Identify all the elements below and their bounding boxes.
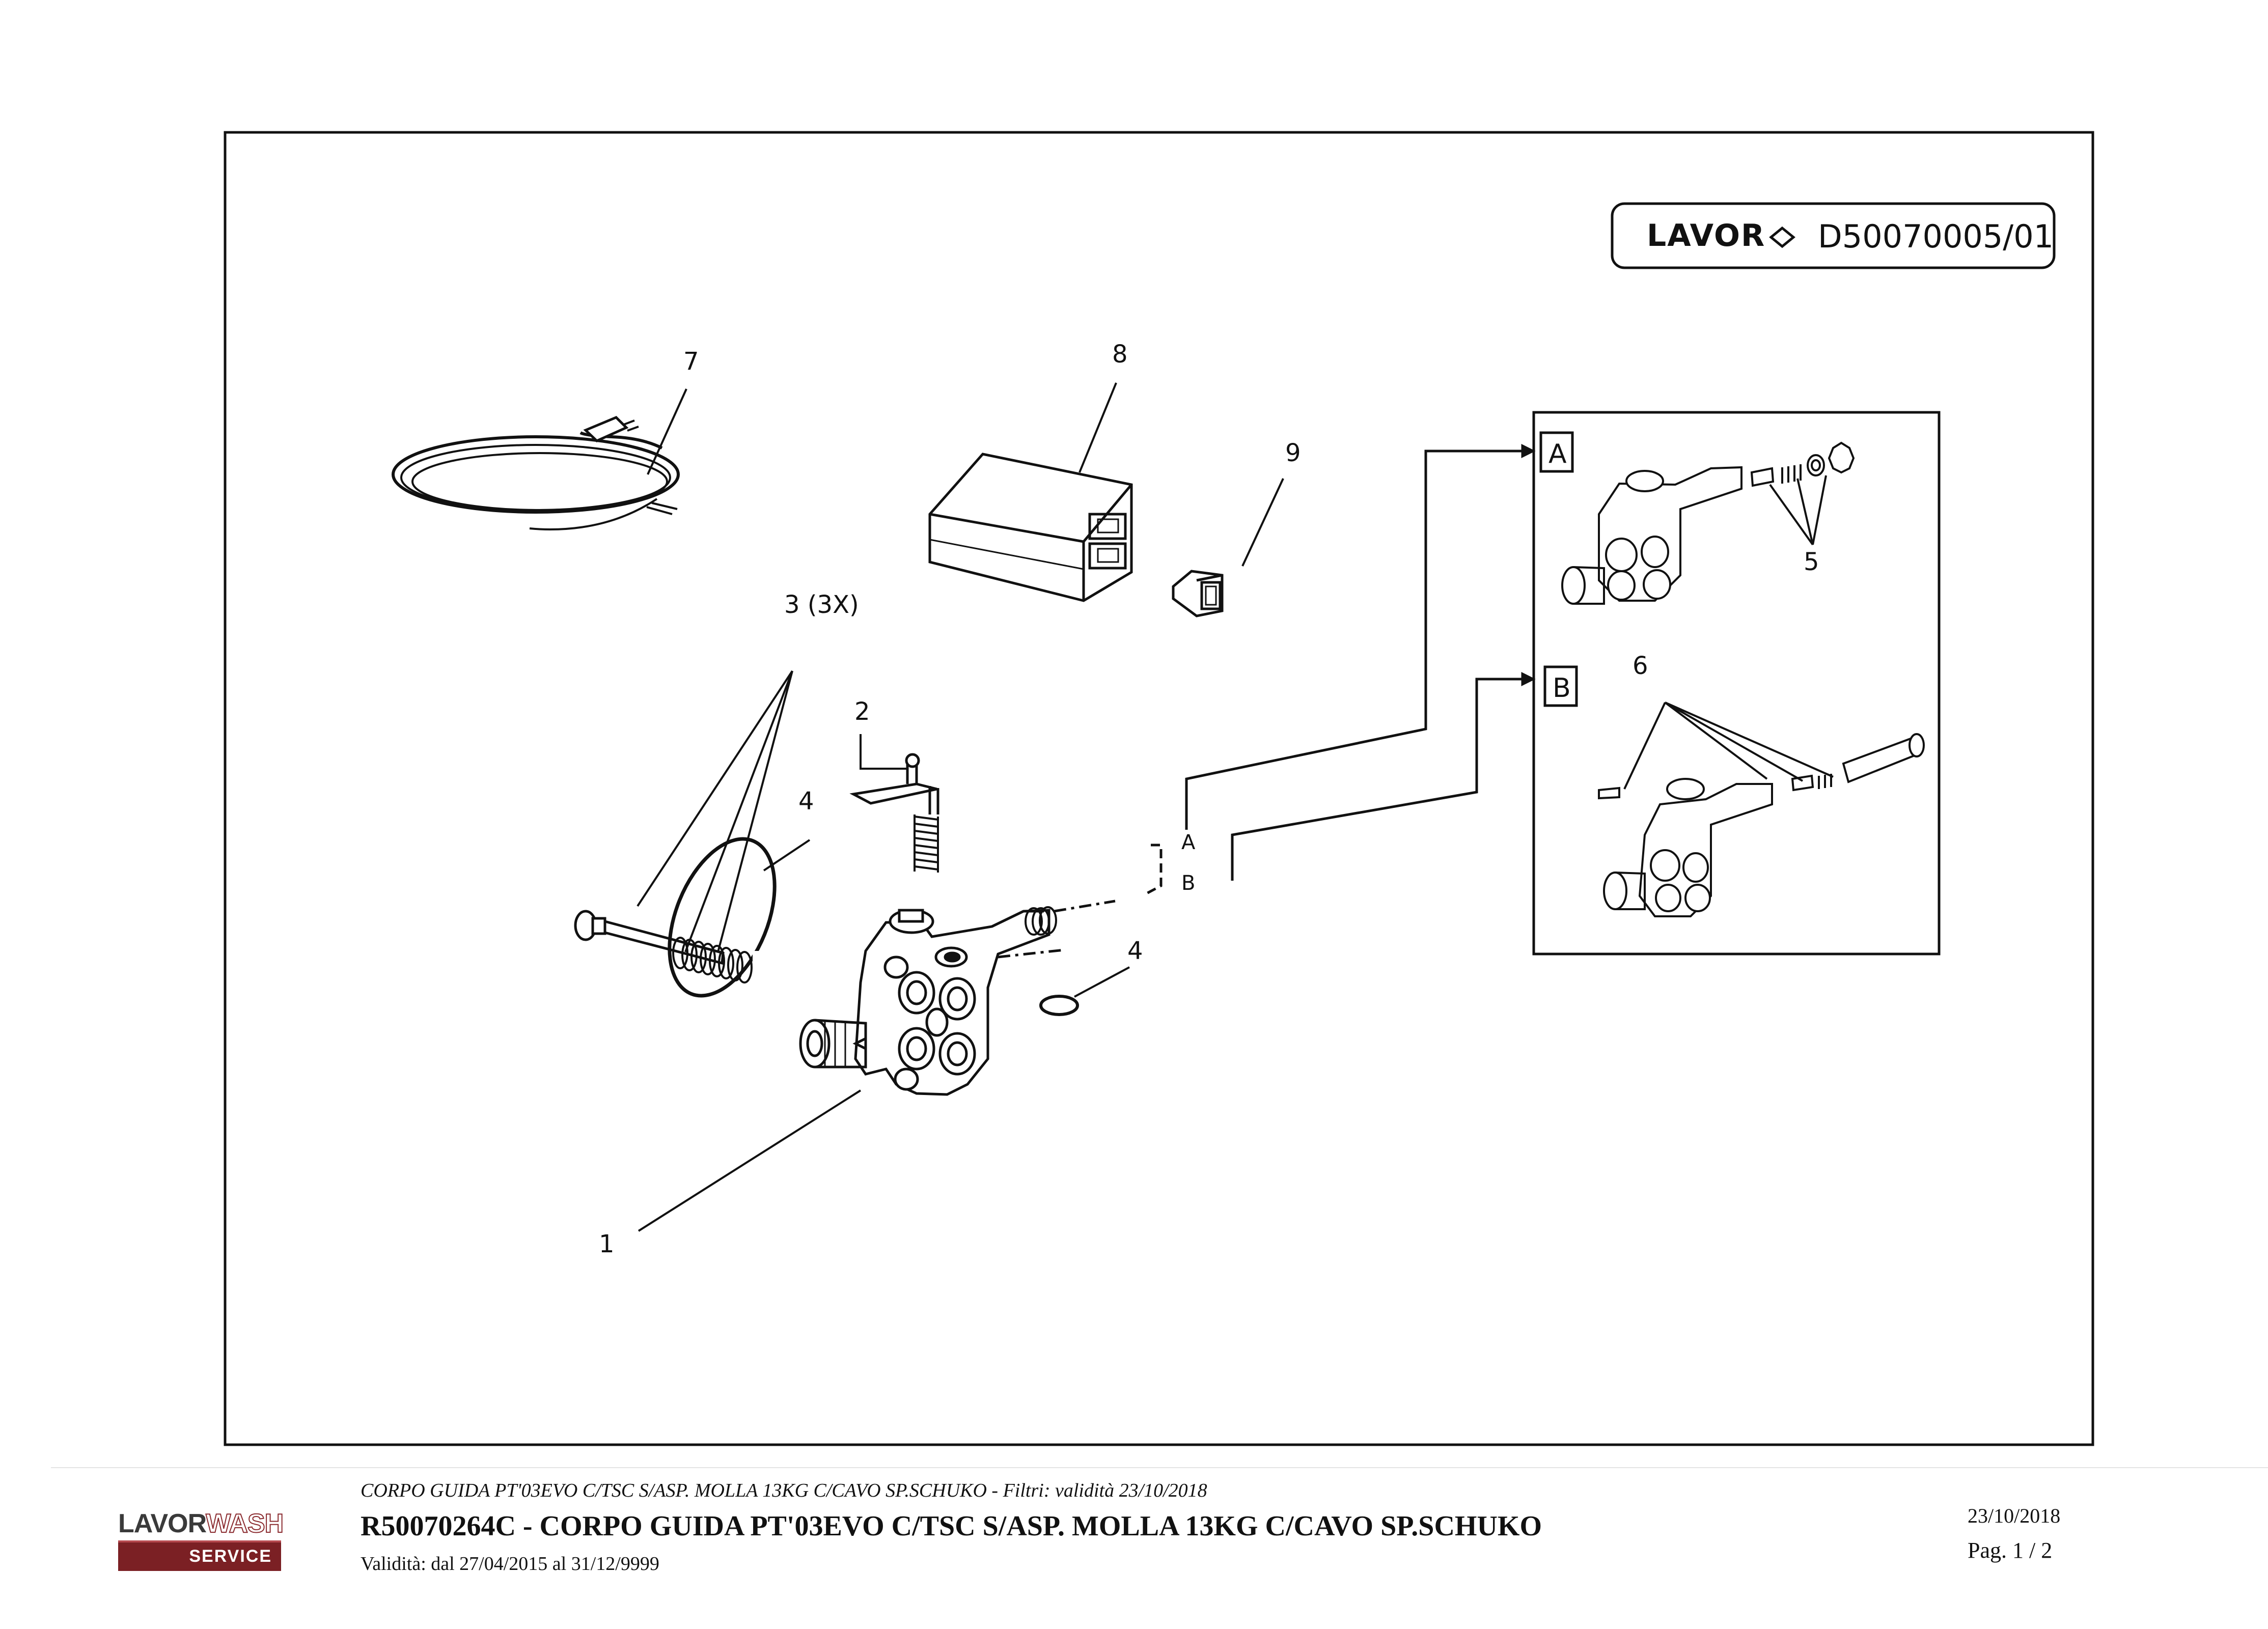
connector-label-b: B	[1181, 872, 1195, 895]
footer-date: 23/10/2018	[1968, 1504, 2061, 1527]
callout-8: 8	[1112, 340, 1128, 369]
footer-title: R50070264C - CORPO GUIDA PT'03EVO C/TSC …	[361, 1510, 1542, 1542]
detail-box	[1532, 411, 1941, 956]
part-3-pin-and-spring	[574, 910, 753, 984]
detail-a-body	[1561, 466, 1743, 605]
detail-label-a: A	[1539, 431, 1574, 473]
page-number: Pag. 1 / 2	[1968, 1538, 2053, 1563]
connector-lines	[998, 443, 1536, 959]
callout-5: 5	[1804, 548, 1819, 576]
detail-b-body	[1603, 778, 1773, 917]
svg-text:B: B	[1553, 673, 1571, 704]
part-4-small-oring	[1039, 995, 1079, 1016]
callout-4-large: 4	[798, 787, 814, 816]
connector-label-a: A	[1181, 831, 1196, 854]
part-2-lever	[849, 753, 939, 873]
part-9-switch-clip	[1172, 570, 1224, 617]
part-1-guide-body	[799, 906, 1057, 1096]
callout-1: 1	[599, 1230, 615, 1258]
leader-lines	[637, 382, 1834, 1232]
lavorwash-service-logo: LAVORWASH SERVICE	[118, 1507, 284, 1573]
callout-3: 3 (3X)	[784, 591, 859, 619]
svg-text:A: A	[1548, 439, 1567, 469]
footer-validity: Validità: dal 27/04/2015 al 31/12/9999	[361, 1553, 659, 1575]
part-4-large-oring	[668, 837, 777, 998]
part-2-spring	[914, 814, 939, 873]
part-5-valve-components	[1750, 441, 1855, 487]
drawing-title-block: LAVOR D50070005/01	[1611, 202, 2056, 269]
callout-6: 6	[1633, 652, 1648, 680]
callout-7: 7	[683, 347, 699, 376]
brand-logo: LAVOR	[1647, 218, 1765, 254]
part-7-power-cable	[392, 416, 680, 531]
footer-subtitle: CORPO GUIDA PT'03EVO C/TSC S/ASP. MOLLA …	[361, 1480, 1207, 1501]
part-8-enclosure-box	[928, 453, 1133, 602]
part-6-valve-components	[1598, 733, 1925, 800]
drawing-code: D50070005/01	[1818, 218, 2054, 255]
part-1-cavities	[898, 971, 976, 1076]
part-1-inlet-thread	[799, 1019, 867, 1069]
callout-2: 2	[854, 697, 870, 726]
callout-9: 9	[1285, 439, 1301, 467]
callout-4-small: 4	[1127, 937, 1143, 965]
footer-divider	[51, 1467, 2268, 1468]
brand-diamond-icon	[1769, 226, 1795, 248]
detail-label-b: B	[1543, 665, 1578, 707]
drawing-frame	[224, 131, 2094, 1446]
